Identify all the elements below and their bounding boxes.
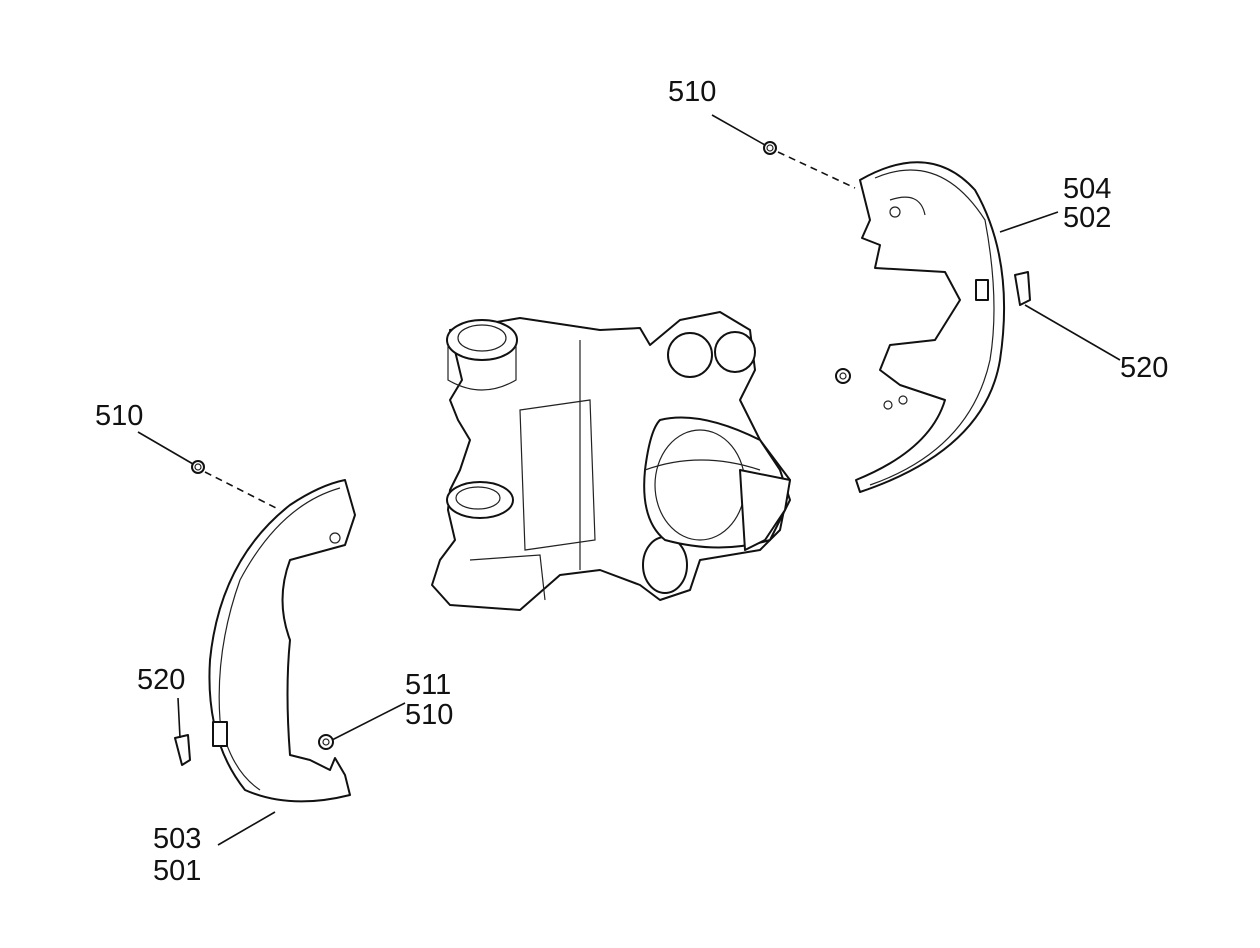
callout-520-left: 520 [137,664,186,696]
bolt-right-shield [835,368,851,384]
callout-511: 511 [405,669,452,701]
callout-503: 503 [153,823,202,855]
callout-502: 502 [1063,202,1112,234]
left-dust-shield [208,479,356,803]
bolt-left-shield [318,734,334,750]
clip-bolt-top [763,141,777,155]
clip-right [1014,271,1031,306]
callout-510-left: 510 [95,400,144,432]
callout-501: 501 [153,855,202,887]
callout-520-right: 520 [1120,352,1169,384]
callout-510-top: 510 [668,76,717,108]
clip-bolt-left [191,460,205,474]
callout-510-bolt: 510 [405,699,454,731]
callout-504: 504 [1063,173,1112,205]
clip-left [174,734,191,766]
steering-knuckle [431,311,791,611]
right-dust-shield [855,161,1006,493]
